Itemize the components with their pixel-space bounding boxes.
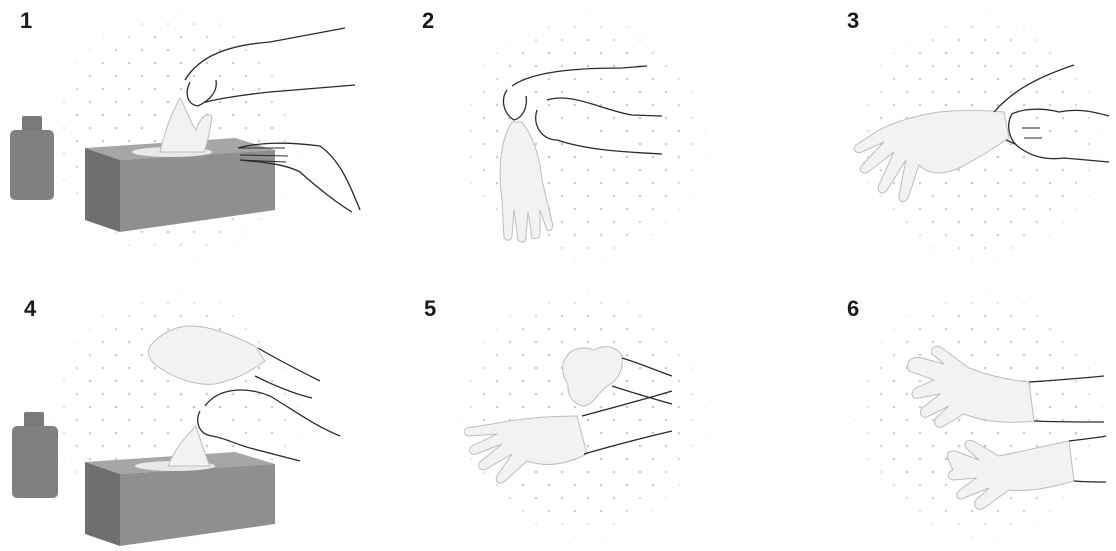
step-number: 6: [847, 298, 859, 320]
dot-background: [452, 284, 712, 544]
step-number: 3: [847, 10, 859, 32]
step-1-illustration: [0, 0, 372, 275]
step-panel-5: 5: [372, 276, 744, 551]
step-number: 2: [422, 10, 434, 32]
step-number: 1: [20, 10, 32, 32]
step-panel-4: 4: [0, 276, 372, 551]
step-panel-2: 2: [372, 0, 744, 275]
step-number: 5: [424, 298, 436, 320]
step-panel-1: 1: [0, 0, 372, 275]
step-panel-6: 6: [744, 276, 1116, 551]
step-number: 4: [24, 298, 36, 320]
step-panel-3: 3: [744, 0, 1116, 275]
step-4-illustration: [0, 276, 372, 551]
step-6-illustration: [744, 276, 1116, 551]
step-2-illustration: [372, 0, 744, 275]
step-3-illustration: [744, 0, 1116, 275]
